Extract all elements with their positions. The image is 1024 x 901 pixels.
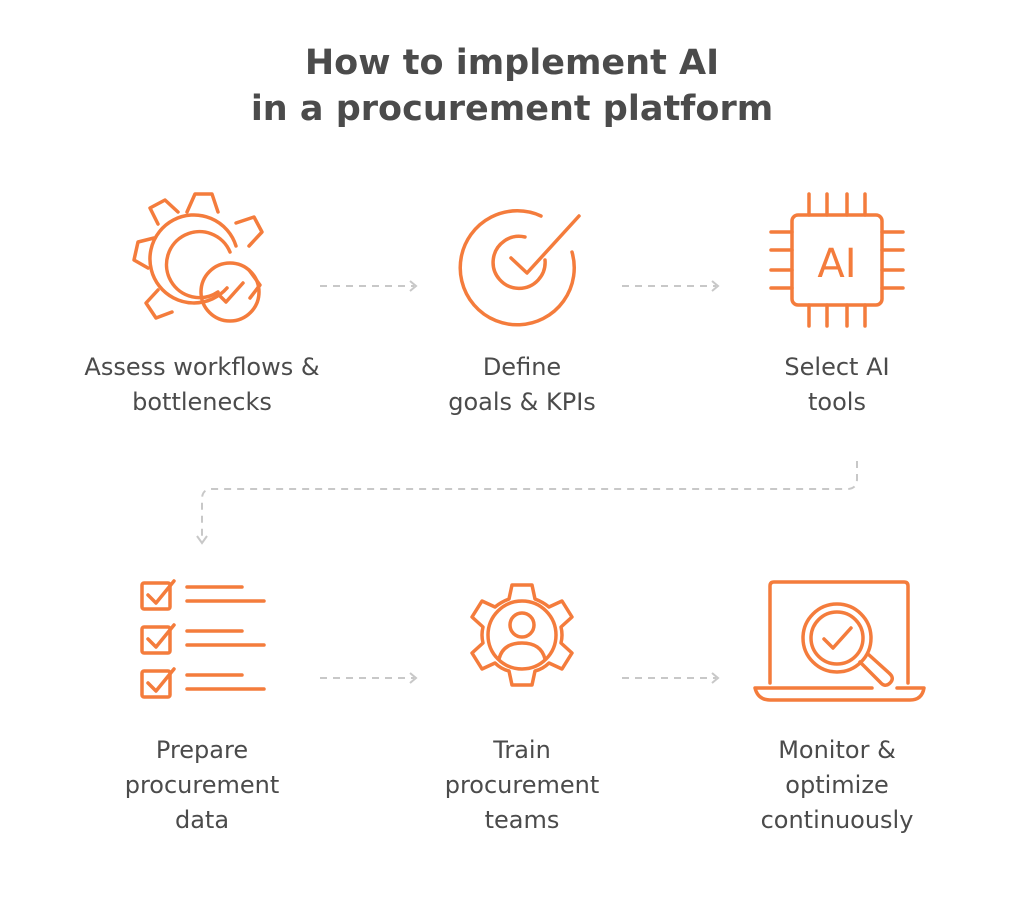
step-2-label-line-2: goals & KPIs [448,388,596,416]
step-5-label-line-2: procurement [444,771,600,799]
step-assess-workflows: Assess workflows & bottlenecks [37,190,367,430]
step-5-label-line-3: teams [484,806,560,834]
step-3-label-line-2: tools [808,388,866,416]
step-4-label-line-2: procurement [124,771,280,799]
target-check-icon [457,200,587,330]
step-6-label-line-1: Monitor & [778,736,896,764]
step-define-goals: Define goals & KPIs [357,190,687,430]
step-1-label-line-1: Assess workflows & [84,353,320,381]
step-prepare-data: Prepare procurement data [37,575,367,840]
gear-user-icon [457,577,587,707]
step-6-label-line-3: continuously [760,806,914,834]
title-line-1: How to implement AI [304,43,720,83]
connector-arrow-1 [320,280,418,292]
connector-arrow-4 [320,672,418,684]
connector-arrow-2 [622,280,720,292]
step-select-ai-tools: AI Select AI tools [672,190,1002,430]
step-6-label-line-2: optimize [785,771,889,799]
connector-arrow-5 [622,672,720,684]
laptop-magnifier-icon [752,578,927,713]
step-2-label-line-1: Define [482,353,562,381]
step-4-label-line-3: data [174,806,230,834]
gear-check-icon [132,190,272,330]
step-monitor-optimize: Monitor & optimize continuously [672,575,1002,840]
step-4-label-line-1: Prepare [155,736,249,764]
ai-chip-text: AI [817,241,856,287]
step-1-label-line-2: bottlenecks [132,388,272,416]
step-5-label-line-1: Train [493,736,551,764]
page-title: How to implement AI in a procurement pla… [0,40,1024,132]
ai-chip-icon: AI [767,190,907,330]
checklist-icon [132,575,272,705]
step-train-teams: Train procurement teams [357,575,687,840]
step-3-label-line-1: Select AI [784,353,890,381]
connector-arrow-3 [196,461,858,545]
title-line-2: in a procurement platform [250,89,774,129]
